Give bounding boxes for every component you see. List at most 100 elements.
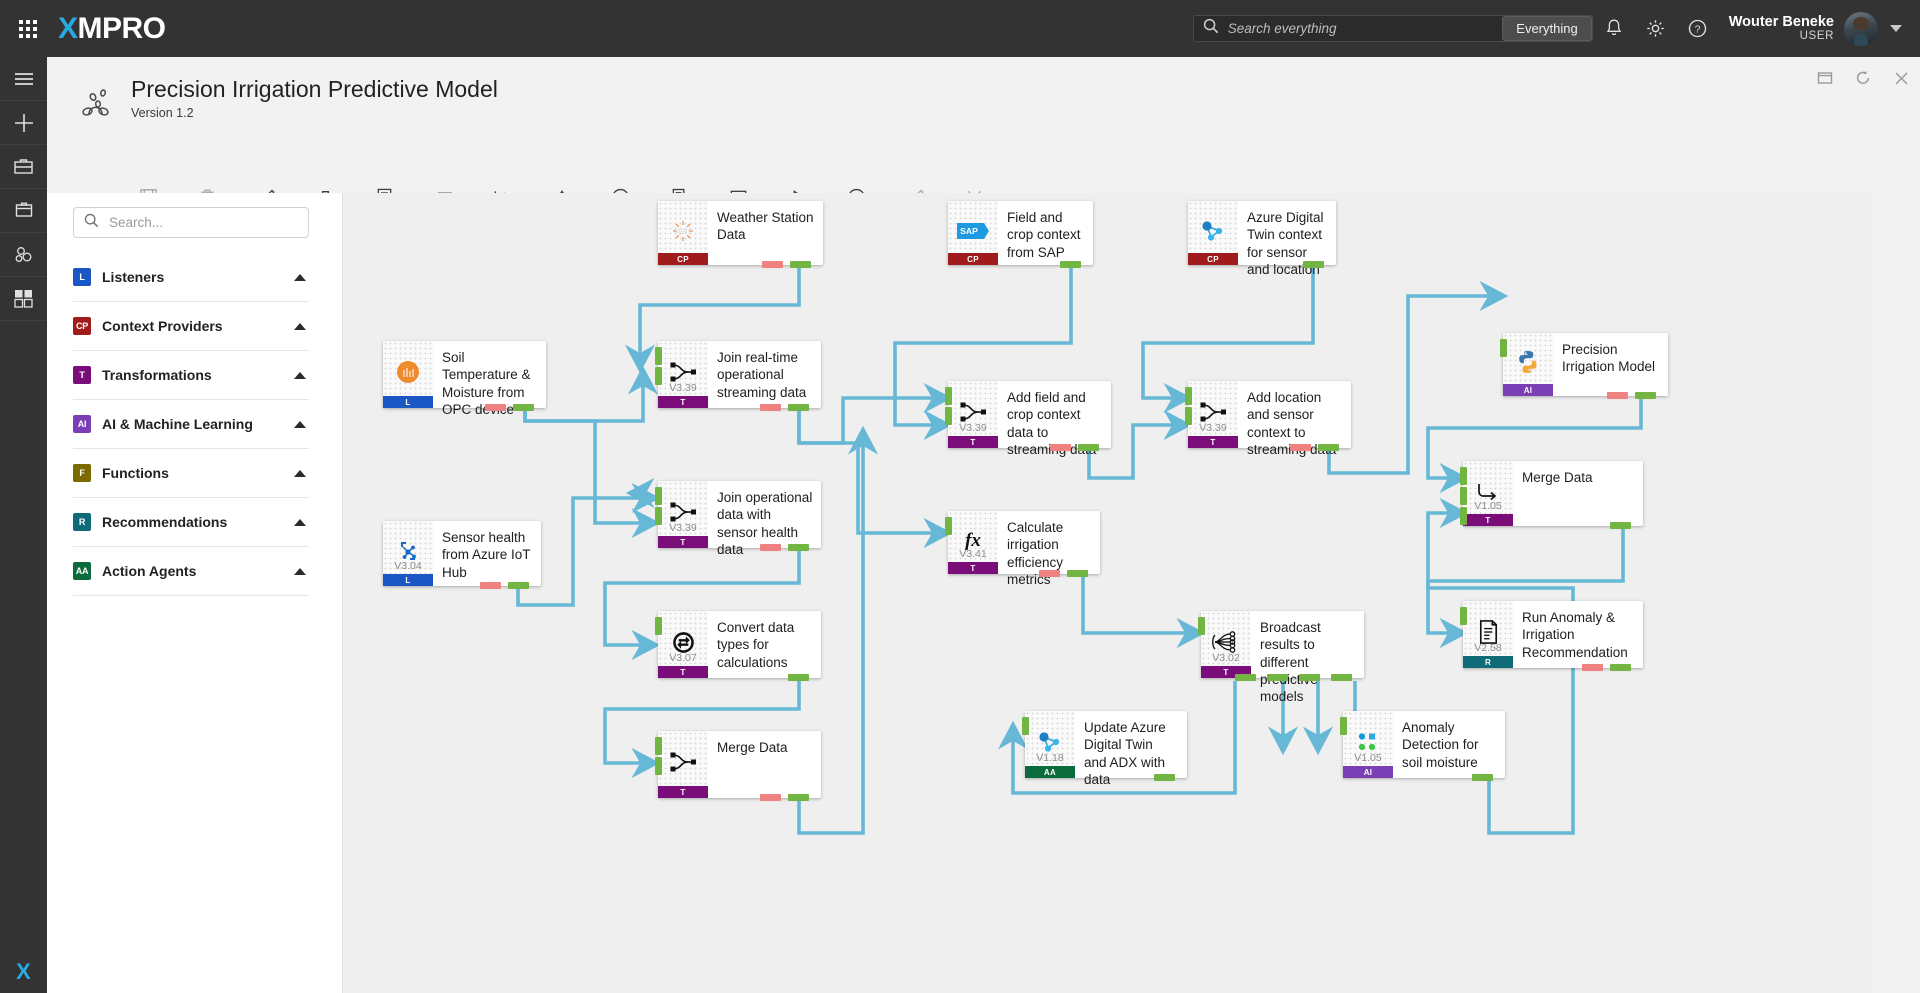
- input-port[interactable]: [655, 347, 662, 365]
- input-port[interactable]: [1460, 607, 1467, 625]
- output-port[interactable]: [790, 261, 811, 268]
- input-port[interactable]: [655, 487, 662, 505]
- brand-logo[interactable]: XMPRO: [58, 12, 166, 46]
- gear-icon[interactable]: [1635, 0, 1677, 57]
- input-port[interactable]: [655, 367, 662, 385]
- plus-icon[interactable]: [0, 101, 47, 145]
- input-port[interactable]: [655, 617, 662, 635]
- error-output-port[interactable]: [1039, 570, 1060, 577]
- output-port[interactable]: [788, 794, 809, 801]
- input-port[interactable]: [945, 407, 952, 425]
- chevron-up-icon[interactable]: [294, 273, 306, 281]
- output-port[interactable]: [513, 404, 534, 411]
- chevron-up-icon[interactable]: [294, 322, 306, 330]
- avatar[interactable]: [1844, 11, 1878, 46]
- output-port[interactable]: [1472, 774, 1493, 781]
- chevron-up-icon[interactable]: [294, 371, 306, 379]
- help-icon[interactable]: ?: [1677, 0, 1719, 57]
- error-output-port[interactable]: [760, 794, 781, 801]
- input-port[interactable]: [1460, 507, 1467, 525]
- input-port[interactable]: [655, 737, 662, 755]
- error-output-port[interactable]: [1290, 444, 1311, 451]
- output-port[interactable]: [788, 404, 809, 411]
- error-output-port[interactable]: [762, 261, 783, 268]
- input-port[interactable]: [1185, 387, 1192, 405]
- restore-icon[interactable]: [1852, 67, 1874, 89]
- output-port[interactable]: [1060, 261, 1081, 268]
- error-output-port[interactable]: [485, 404, 506, 411]
- input-port[interactable]: [1198, 617, 1205, 635]
- output-port[interactable]: [1331, 674, 1352, 681]
- apps-grid-icon[interactable]: [0, 277, 47, 321]
- chevron-up-icon[interactable]: [294, 518, 306, 526]
- input-port[interactable]: [1460, 467, 1467, 485]
- bell-icon[interactable]: [1593, 0, 1635, 57]
- palette-search-input[interactable]: [107, 214, 308, 231]
- chevron-up-icon[interactable]: [294, 469, 306, 477]
- input-port[interactable]: [1460, 487, 1467, 505]
- input-port[interactable]: [945, 517, 952, 535]
- output-port[interactable]: [1610, 522, 1631, 529]
- box-icon[interactable]: [0, 189, 47, 233]
- input-port[interactable]: [1340, 717, 1347, 735]
- output-port[interactable]: [1067, 570, 1088, 577]
- chevron-down-icon[interactable]: [1890, 25, 1902, 32]
- output-port[interactable]: [1610, 664, 1631, 671]
- gears-icon[interactable]: [0, 233, 47, 277]
- input-port[interactable]: [655, 507, 662, 525]
- error-output-port[interactable]: [1050, 444, 1071, 451]
- search-input[interactable]: [1225, 16, 1503, 41]
- error-output-port[interactable]: [760, 544, 781, 551]
- input-port[interactable]: [1022, 717, 1029, 735]
- user-menu[interactable]: Wouter Beneke USER: [1729, 11, 1916, 46]
- input-port[interactable]: [945, 387, 952, 405]
- briefcase-icon[interactable]: [0, 145, 47, 189]
- input-port[interactable]: [655, 757, 662, 775]
- apps-grid-icon[interactable]: [0, 0, 56, 57]
- error-output-port[interactable]: [760, 404, 781, 411]
- output-port[interactable]: [1303, 261, 1324, 268]
- output-port[interactable]: [1267, 674, 1288, 681]
- chevron-up-icon[interactable]: [294, 420, 306, 428]
- output-port[interactable]: [1318, 444, 1339, 451]
- output-port[interactable]: [1635, 392, 1656, 399]
- input-port[interactable]: [1185, 407, 1192, 425]
- output-port[interactable]: [1235, 674, 1256, 681]
- chevron-up-icon[interactable]: [294, 567, 306, 575]
- minimize-icon[interactable]: [1814, 67, 1836, 89]
- error-output-port[interactable]: [1607, 392, 1628, 399]
- error-output-port[interactable]: [480, 582, 501, 589]
- close-icon[interactable]: [1890, 67, 1912, 89]
- global-search[interactable]: Everything: [1192, 15, 1593, 42]
- error-output-port[interactable]: [1582, 664, 1603, 671]
- output-port[interactable]: [508, 582, 529, 589]
- output-port[interactable]: [1154, 774, 1175, 781]
- output-port[interactable]: [1299, 674, 1320, 681]
- search-scope-button[interactable]: Everything: [1502, 16, 1592, 41]
